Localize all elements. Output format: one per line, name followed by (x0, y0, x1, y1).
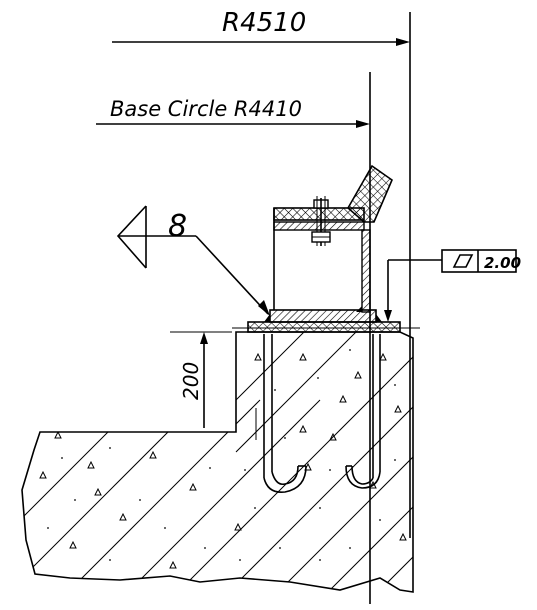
steel-section (264, 164, 393, 323)
outer-radius-label: R4510 (222, 8, 306, 38)
dimension-height: 200 (170, 331, 232, 428)
anchor-bolts (255, 334, 381, 494)
weld-size-label: 8 (168, 209, 187, 244)
concrete-foundation (21, 331, 414, 593)
flatness-value: 2.00 (484, 254, 521, 272)
weld-symbol: 8 (116, 205, 270, 316)
dimension-base-circle: Base Circle R4410 (96, 97, 370, 128)
base-circle-label: Base Circle R4410 (110, 97, 302, 121)
base-plate (247, 321, 401, 333)
dimension-r4510: R4510 (112, 8, 410, 46)
bolt (311, 196, 331, 246)
flatness-tolerance: 2.00 (384, 249, 521, 322)
height-label: 200 (179, 362, 203, 400)
reference-lines (232, 12, 420, 604)
concrete-hatch (22, 332, 413, 591)
flatness-icon (452, 254, 474, 268)
